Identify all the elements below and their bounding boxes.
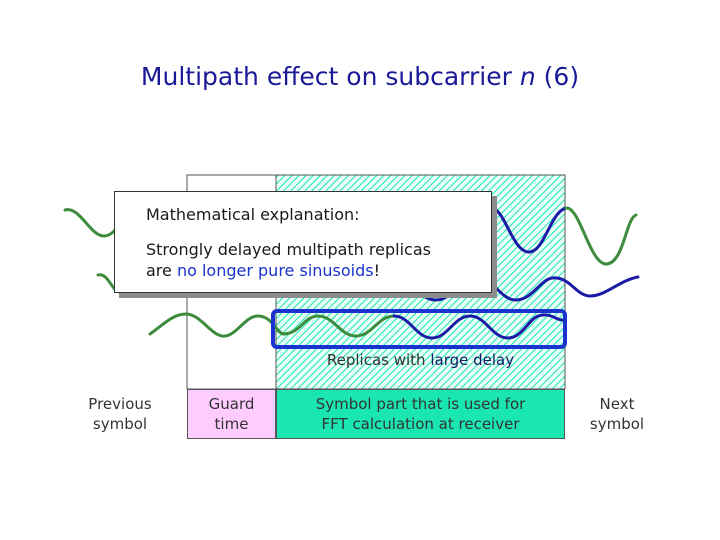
guard-time-label: Guard time xyxy=(187,389,276,439)
blue-wave-top xyxy=(490,206,568,254)
explanation-callout: Mathematical explanation: Strongly delay… xyxy=(114,191,492,293)
explanation-heading: Mathematical explanation: xyxy=(146,205,360,224)
large-delay-highlight-frame xyxy=(271,309,567,349)
next-symbol-label: Next symbol xyxy=(589,395,645,433)
page-title: Multipath effect on subcarrier n (6) xyxy=(140,62,580,91)
explanation-highlight: no longer pure sinusoids xyxy=(176,261,374,280)
green-wave-top-right xyxy=(564,206,638,266)
previous-symbol-label: Previous symbol xyxy=(88,395,152,433)
replicas-large-delay-label: Replicas with large delay xyxy=(326,351,515,369)
blue-wave-bottom xyxy=(392,313,564,340)
explanation-line-2: are no longer pure sinusoids! xyxy=(146,261,381,280)
fft-window-label: Symbol part that is used for FFT calcula… xyxy=(276,389,565,439)
explanation-line-1: Strongly delayed multipath replicas xyxy=(146,240,431,259)
